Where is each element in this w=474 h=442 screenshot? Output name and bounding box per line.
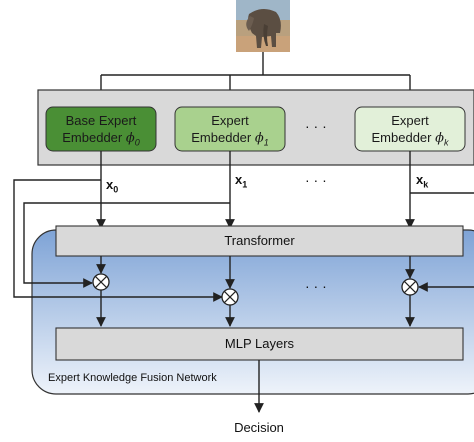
fusion-network-label: Expert Knowledge Fusion Network [48, 372, 217, 384]
input-image [236, 0, 290, 52]
feature-ellipsis: · · · [305, 172, 327, 188]
mlp-inputs [96, 290, 415, 327]
multiply-node-1 [221, 288, 239, 306]
feature-label-x0: x0 [106, 177, 119, 195]
transformer-label: Transformer [224, 233, 295, 248]
feature-label-xk: xk [416, 172, 429, 190]
embedder-label-1: Expert Embedder ϕ1 [191, 113, 269, 148]
embedder-label-base: Base Expert Embedder ϕ0 [62, 113, 140, 148]
embedder-ellipsis: · · · [305, 118, 327, 134]
transformer-block [55, 225, 464, 257]
feature-connectors [96, 151, 415, 229]
transformer-outputs [96, 256, 415, 289]
skip-connections [13, 179, 474, 302]
decision-label: Decision [234, 420, 284, 435]
multiply-node-0 [92, 273, 110, 291]
multiply-node-k [401, 278, 419, 296]
mlp-block [55, 327, 464, 361]
embedder-label-k: Expert Embedder ϕk [371, 113, 449, 148]
feature-label-x1: x1 [235, 172, 248, 190]
multiply-ellipsis: · · · [305, 278, 327, 294]
mlp-label: MLP Layers [224, 336, 295, 351]
